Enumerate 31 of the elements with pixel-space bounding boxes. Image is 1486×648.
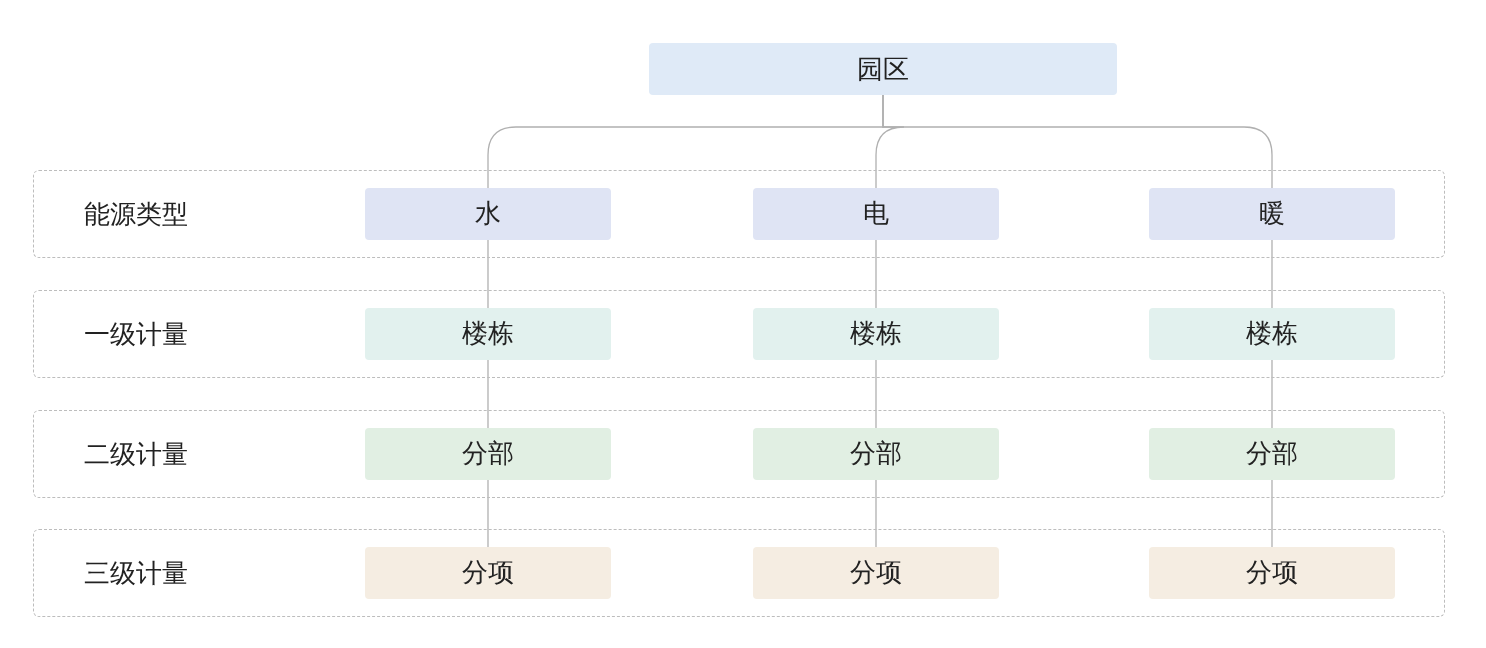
connector-line [487, 359, 489, 429]
category-box: 分项 [364, 546, 611, 599]
category-box: 分部 [752, 427, 999, 480]
connector-line [882, 94, 1273, 189]
category-box: 分部 [1148, 427, 1395, 480]
category-box: 楼栋 [364, 307, 611, 360]
category-box: 分部 [364, 427, 611, 480]
connector-line [875, 479, 877, 548]
level-band [33, 290, 1445, 378]
connector-line [875, 239, 877, 309]
connector-line [487, 239, 489, 309]
connector-line [1271, 479, 1273, 548]
level-label: 一级计量 [84, 317, 188, 351]
connector-line [875, 359, 877, 429]
category-box: 分项 [752, 546, 999, 599]
level-label: 能源类型 [84, 197, 188, 231]
connector-line [1271, 239, 1273, 309]
category-box: 电 [752, 187, 999, 240]
level-band [33, 529, 1445, 617]
root-box: 园区 [649, 43, 1117, 95]
level-band [33, 410, 1445, 498]
connector-line [1271, 359, 1273, 429]
level-label: 三级计量 [84, 556, 188, 590]
category-box: 楼栋 [1148, 307, 1395, 360]
category-box: 暖 [1148, 187, 1395, 240]
category-box: 楼栋 [752, 307, 999, 360]
category-box: 水 [364, 187, 611, 240]
level-band [33, 170, 1445, 258]
category-box: 分项 [1148, 546, 1395, 599]
connector-line [487, 479, 489, 548]
level-label: 二级计量 [84, 437, 188, 471]
